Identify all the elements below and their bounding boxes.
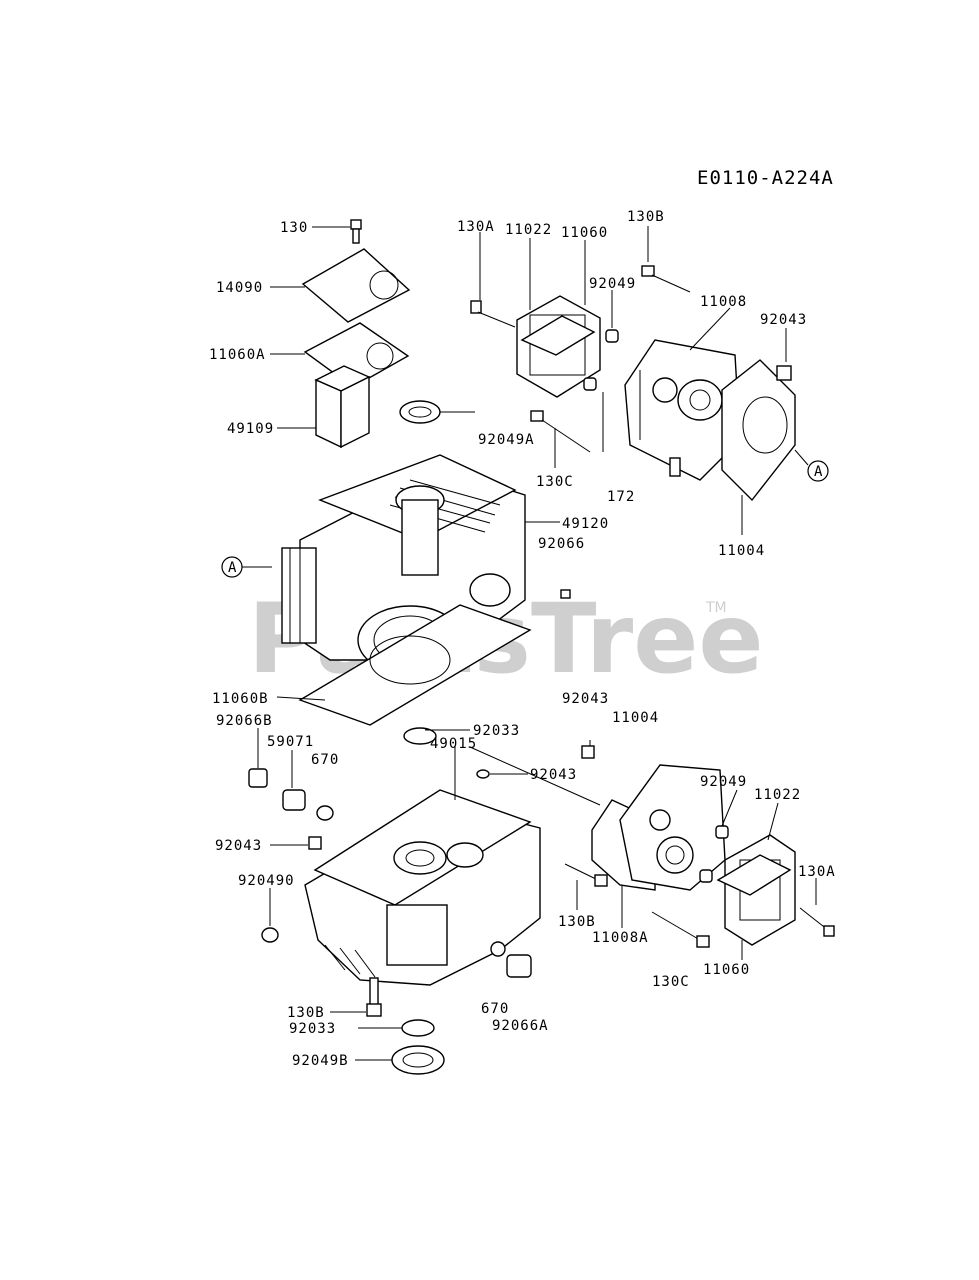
bolt-130b-mid[interactable]	[564, 863, 608, 887]
bolt-130c-lower[interactable]	[651, 911, 710, 948]
dowel-pin-92043-left[interactable]	[308, 836, 322, 850]
label-92066a[interactable]: 92066A	[492, 1018, 549, 1034]
label-130b-mid[interactable]: 130B	[558, 914, 596, 930]
label-11008[interactable]: 11008	[700, 294, 747, 310]
ref-marker-a-right-text: A	[814, 464, 823, 480]
oil-seal-92049b[interactable]	[391, 1045, 445, 1075]
crankcase-49015[interactable]	[304, 789, 541, 986]
label-130a-lower[interactable]: 130A	[798, 864, 836, 880]
gasket-11060b[interactable]	[298, 604, 532, 726]
label-92033-top[interactable]: 92033	[473, 723, 520, 739]
stud-172[interactable]	[669, 457, 681, 477]
plug-92066a[interactable]	[506, 954, 532, 978]
gasket-11004-right[interactable]	[721, 359, 796, 502]
part-labels: 130 14090 11060A 49109 130A 11022 11060 …	[209, 209, 836, 1069]
label-92049-lower[interactable]: 92049	[700, 774, 747, 790]
plug-block[interactable]	[560, 589, 571, 599]
dowel-pin-92043-lower[interactable]	[581, 745, 595, 759]
label-130b-bottom[interactable]: 130B	[287, 1005, 325, 1021]
label-11004-mid[interactable]: 11004	[612, 710, 659, 726]
label-920490[interactable]: 920490	[238, 873, 295, 889]
leader-lines	[257, 226, 817, 1061]
label-92066b[interactable]: 92066B	[216, 713, 273, 729]
bolt-130b-top[interactable]	[641, 265, 691, 293]
label-11022-lower[interactable]: 11022	[754, 787, 801, 803]
o-ring-92033-top[interactable]	[403, 727, 437, 745]
watermark-tm: TM	[705, 600, 727, 616]
label-11004-right[interactable]: 11004	[718, 543, 765, 559]
label-49015[interactable]: 49015	[430, 736, 477, 752]
label-14090[interactable]: 14090	[216, 280, 263, 296]
bolt-130[interactable]	[350, 219, 362, 244]
gasket-11060-top[interactable]	[520, 315, 596, 356]
label-92043-left[interactable]: 92043	[215, 838, 262, 854]
label-130c-lower[interactable]: 130C	[652, 974, 690, 990]
label-130b-top[interactable]: 130B	[627, 209, 665, 225]
drain-plug-59071[interactable]	[282, 789, 306, 811]
ref-marker-a-left-text: A	[228, 560, 237, 576]
o-ring-92033-bottom[interactable]	[401, 1019, 435, 1037]
head-cover-11022-lower[interactable]	[724, 834, 796, 946]
diagram-code: E0110-A224A	[697, 167, 834, 189]
cylinder-head-11008a[interactable]	[619, 764, 726, 891]
cap-920490[interactable]	[261, 927, 279, 943]
label-11022-top[interactable]: 11022	[505, 222, 552, 238]
label-130a-top[interactable]: 130A	[457, 219, 495, 235]
cylinder-head-11008[interactable]	[624, 339, 741, 481]
label-92049a[interactable]: 92049A	[478, 432, 535, 448]
label-11060-lower[interactable]: 11060	[703, 962, 750, 978]
label-92043-top[interactable]: 92043	[760, 312, 807, 328]
label-11008a[interactable]: 11008A	[592, 930, 649, 946]
label-92033-bottom[interactable]: 92033	[289, 1021, 336, 1037]
label-92049-top[interactable]: 92049	[589, 276, 636, 292]
label-670-top[interactable]: 670	[311, 752, 339, 768]
label-172[interactable]: 172	[607, 489, 635, 505]
o-ring-670-bottom[interactable]	[490, 941, 506, 957]
label-92049b[interactable]: 92049B	[292, 1053, 349, 1069]
label-11060b[interactable]: 11060B	[212, 691, 269, 707]
cap-92049-top[interactable]	[583, 329, 619, 391]
label-11060-top[interactable]: 11060	[561, 225, 608, 241]
ref-marker-a-right	[807, 460, 829, 482]
label-92043-mid[interactable]: 92043	[562, 691, 609, 707]
label-130c-top[interactable]: 130C	[536, 474, 574, 490]
label-49120[interactable]: 49120	[562, 516, 609, 532]
o-ring-670-top[interactable]	[316, 805, 334, 821]
dowel-pin-92043-top[interactable]	[776, 365, 792, 381]
label-59071[interactable]: 59071	[267, 734, 314, 750]
breather-element-49109[interactable]	[314, 365, 371, 449]
label-92043-lower[interactable]: 92043	[530, 767, 577, 783]
oil-seal-92049a[interactable]	[399, 400, 441, 424]
plug-92066b[interactable]	[248, 768, 268, 788]
cap-92049-lower[interactable]	[699, 825, 729, 883]
label-49109[interactable]: 49109	[227, 421, 274, 437]
bolt-130b-bottom[interactable]	[366, 977, 382, 1017]
label-670-bottom[interactable]: 670	[481, 1001, 509, 1017]
dowel-pin-92043-crankcase[interactable]	[476, 769, 490, 779]
bolt-130c-top[interactable]	[530, 410, 591, 453]
bolt-130a-top[interactable]	[470, 300, 516, 328]
bolt-130a-lower[interactable]	[799, 907, 835, 937]
label-11060a[interactable]: 11060A	[209, 347, 266, 363]
cover-plate-14090[interactable]	[301, 248, 411, 323]
label-92066[interactable]: 92066	[538, 536, 585, 552]
label-130[interactable]: 130	[280, 220, 308, 236]
gasket-11060-lower[interactable]	[716, 854, 792, 896]
